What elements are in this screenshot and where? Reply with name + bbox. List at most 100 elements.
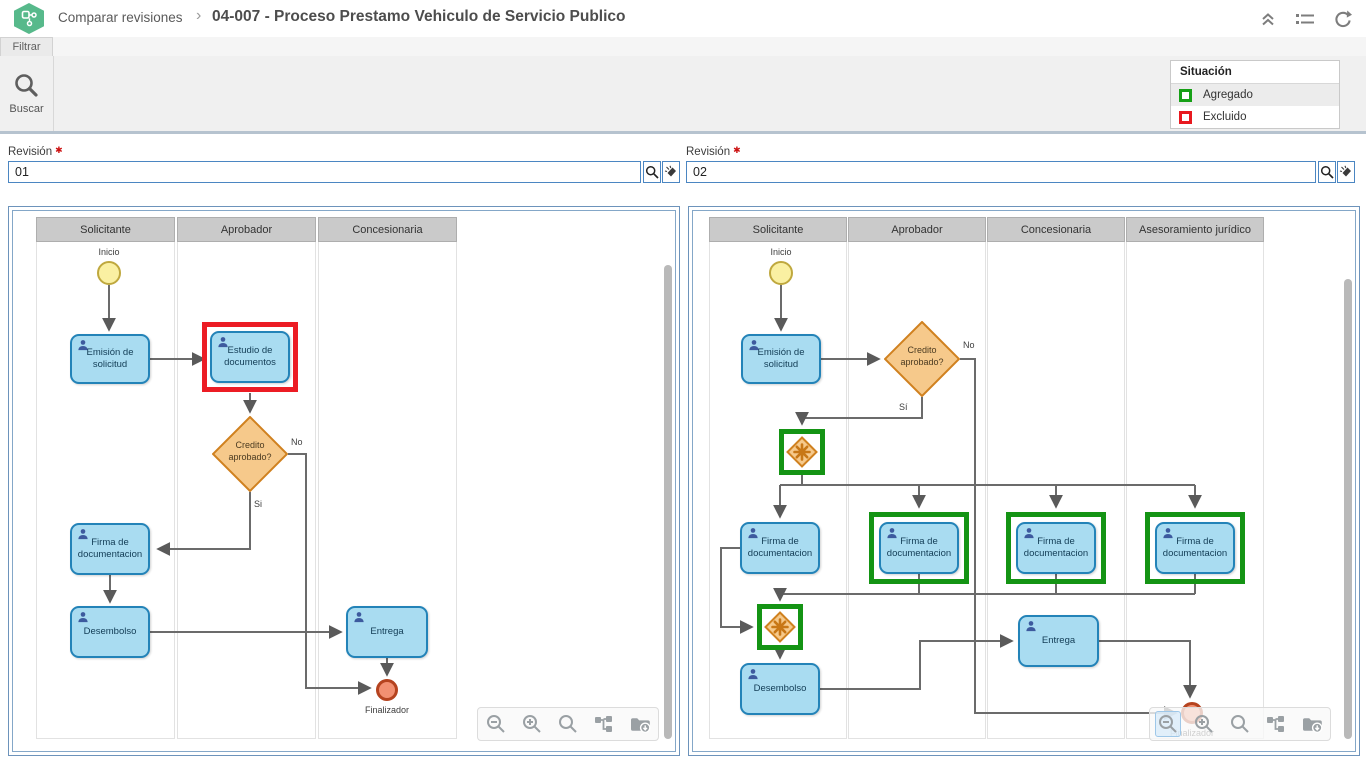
filter-toolbar: Buscar Situación Agregado Excluido (0, 56, 1366, 134)
revision-left-lookup-button[interactable] (643, 161, 661, 183)
buscar-button[interactable]: Buscar (0, 56, 54, 131)
complex-gateway-icon (786, 436, 818, 468)
diagram-zoom-toolbar (1149, 707, 1331, 741)
flow-label-no: No (963, 340, 975, 350)
list-icon[interactable] (1295, 9, 1315, 29)
gateway-credito-aprobado[interactable]: Credito aprobado? (211, 415, 289, 493)
task-firma-documentacion[interactable]: Firma de documentacion (70, 523, 150, 575)
revision-right-input[interactable] (686, 161, 1316, 183)
user-task-icon (748, 528, 758, 539)
user-task-icon (1024, 528, 1034, 539)
top-header: Comparar revisiones › 04-007 - Proceso P… (0, 0, 1366, 38)
flow-label-no: No (291, 437, 303, 447)
gateway-credito-aprobado[interactable]: Credito aprobado? (883, 320, 961, 398)
gateway-diamond (883, 320, 961, 398)
revision-left-clear-button[interactable] (662, 161, 680, 183)
start-event-label: Inicio (770, 247, 792, 257)
user-task-icon (78, 612, 88, 623)
zoom-in-button[interactable] (1191, 711, 1217, 737)
user-task-icon (78, 529, 88, 540)
revision-right-lookup-button[interactable] (1318, 161, 1336, 183)
breadcrumb[interactable]: Comparar revisiones (58, 10, 183, 25)
flow-label-si: Sí (899, 402, 908, 412)
diagram-canvas: Solicitante Aprobador Concesionaria (12, 210, 676, 752)
vertical-scrollbar[interactable] (664, 265, 672, 739)
process-tree-button[interactable] (591, 711, 617, 737)
task-emision-solicitud[interactable]: Emisión de solicitud (741, 334, 821, 384)
lane-header-solicitante: Solicitante (36, 217, 175, 242)
zoom-reset-button[interactable] (555, 711, 581, 737)
complex-gateway-split[interactable] (786, 436, 818, 468)
zoom-out-icon (487, 715, 505, 733)
org-chart-glyph (21, 10, 37, 27)
task-firma-documentacion-added[interactable]: Firma de documentacion (1016, 522, 1096, 574)
lane-body (318, 242, 457, 739)
flow-label-si: Si (254, 499, 263, 509)
zoom-out-button[interactable] (483, 711, 509, 737)
zoom-in-icon (1195, 715, 1213, 733)
process-tree-button[interactable] (1263, 711, 1289, 737)
task-emision-solicitud[interactable]: Emisión de solicitud (70, 334, 150, 384)
revision-right-clear-button[interactable] (1337, 161, 1355, 183)
zoom-reset-button[interactable] (1227, 711, 1253, 737)
tab-strip: Filtrar (0, 37, 1366, 56)
lane-body (36, 242, 175, 739)
start-event[interactable] (97, 261, 121, 285)
eraser-icon (664, 165, 676, 177)
revision-form: Revisión✱ Revisión✱ (0, 134, 1366, 206)
buscar-label: Buscar (9, 103, 44, 115)
header-actions (1258, 9, 1352, 29)
eraser-icon (1339, 165, 1351, 177)
process-tree-icon (1267, 716, 1284, 732)
tab-filtrar[interactable]: Filtrar (0, 37, 53, 56)
search-icon (15, 74, 38, 97)
task-entrega[interactable]: Entrega (346, 606, 428, 658)
excluded-marker-frame (202, 322, 298, 392)
vertical-scrollbar[interactable] (1344, 279, 1352, 739)
export-folder-button[interactable] (627, 711, 653, 737)
legend-title: Situación (1171, 61, 1339, 84)
collapse-up-icon[interactable] (1258, 9, 1278, 29)
task-desembolso[interactable]: Desembolso (740, 663, 820, 715)
task-firma-documentacion[interactable]: Firma de documentacion (740, 522, 820, 574)
export-folder-button[interactable] (1299, 711, 1325, 737)
zoom-out-icon (1159, 715, 1177, 733)
legend-label: Agregado (1203, 89, 1253, 101)
start-event[interactable] (769, 261, 793, 285)
end-event[interactable] (376, 679, 398, 701)
user-task-icon (78, 340, 88, 351)
process-tree-icon (595, 716, 612, 732)
zoom-in-icon (523, 715, 541, 733)
diagram-panel-revision-02: Solicitante Aprobador Concesionaria Ases… (688, 206, 1360, 756)
lane-header-concesionaria: Concesionaria (318, 217, 457, 242)
user-task-icon (1163, 528, 1173, 539)
excluido-swatch-icon (1179, 110, 1192, 124)
user-task-icon (887, 528, 897, 539)
task-desembolso[interactable]: Desembolso (70, 606, 150, 658)
user-task-icon (1026, 621, 1036, 632)
zoom-out-button[interactable] (1155, 711, 1181, 737)
task-estudio-documentos[interactable]: Estudio de documentos (210, 331, 290, 383)
added-marker-frame (757, 604, 803, 650)
user-task-icon (749, 340, 759, 351)
start-event-label: Inicio (98, 247, 120, 257)
required-icon: ✱ (733, 145, 741, 155)
agregado-swatch-icon (1179, 88, 1192, 102)
complex-gateway-join[interactable] (764, 611, 796, 643)
task-firma-documentacion-added[interactable]: Firma de documentacion (1155, 522, 1235, 574)
task-entrega[interactable]: Entrega (1018, 615, 1099, 667)
revision-left-input[interactable] (8, 161, 641, 183)
revision-left-label: Revisión✱ (8, 145, 63, 158)
legend-row-excluido: Excluido (1171, 106, 1339, 128)
lane-header-aprobador: Aprobador (177, 217, 316, 242)
added-marker-frame (869, 512, 969, 584)
lane-header-asesoramiento: Asesoramiento jurídico (1126, 217, 1264, 242)
gateway-diamond (211, 415, 289, 493)
diagram-panel-revision-01: Solicitante Aprobador Concesionaria (8, 206, 680, 756)
lane-header-aprobador: Aprobador (848, 217, 986, 242)
zoom-in-button[interactable] (519, 711, 545, 737)
refresh-icon[interactable] (1332, 9, 1352, 29)
user-task-icon (748, 669, 758, 680)
task-firma-documentacion-added[interactable]: Firma de documentacion (879, 522, 959, 574)
